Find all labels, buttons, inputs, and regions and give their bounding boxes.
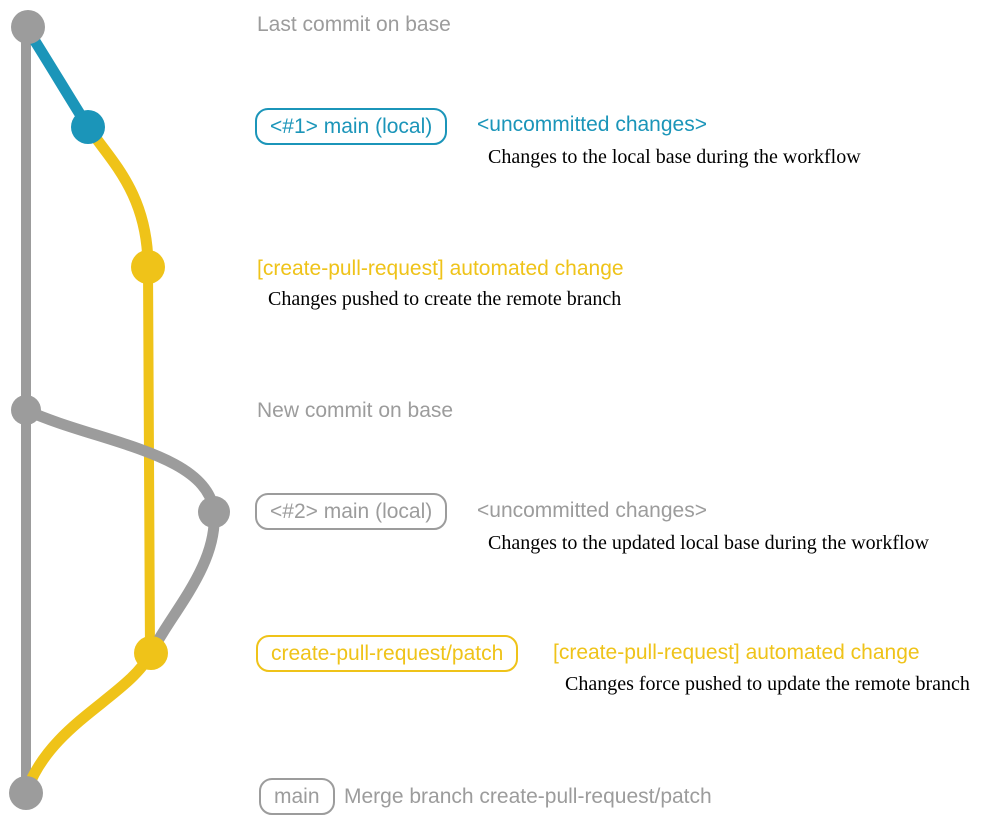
updated-local-curve-in	[145, 506, 220, 659]
commit-node-last-commit-on-base	[11, 10, 45, 44]
merge-curve	[21, 647, 157, 796]
commit-node-merge-commit	[9, 776, 43, 810]
remote-branch-curve-1	[82, 121, 154, 273]
commit-node-remote-branch-2	[134, 636, 168, 670]
commit-graph	[9, 10, 230, 810]
updated-local-curve-out	[20, 404, 220, 518]
branch-badge-main-local-2: <#2> main (local)	[255, 493, 448, 530]
label-last-commit-on-base: Last commit on base	[257, 13, 451, 36]
label-new-commit-on-base: New commit on base	[257, 399, 454, 422]
label-merge-branch: Merge branch create-pull-request/patch	[344, 785, 712, 808]
commit-title-uncommitted-2: <uncommitted changes>	[477, 499, 707, 522]
local-changes-line-1	[22, 24, 94, 133]
commit-title-automated-change-1: [create-pull-request] automated change	[257, 257, 624, 280]
commit-title-uncommitted-1: <uncommitted changes>	[477, 113, 707, 136]
commit-description-automated-change-2: Changes force pushed to update the remot…	[565, 673, 970, 695]
branch-badge-main: main	[259, 778, 335, 815]
commit-node-local-uncommitted-1	[71, 110, 105, 144]
commit-title-automated-change-2: [create-pull-request] automated change	[553, 641, 920, 664]
branch-badge-main-local-1: <#1> main (local)	[255, 108, 448, 145]
commit-description-uncommitted-1: Changes to the local base during the wor…	[488, 146, 861, 168]
commit-node-new-commit-on-base	[11, 395, 41, 425]
commit-node-remote-branch-1	[131, 250, 165, 284]
commit-node-local-uncommitted-2	[198, 496, 230, 528]
commit-description-uncommitted-2: Changes to the updated local base during…	[488, 532, 929, 554]
remote-branch-line	[143, 262, 155, 658]
commit-description-automated-change-1: Changes pushed to create the remote bran…	[268, 288, 622, 310]
branch-badge-create-pull-request-patch: create-pull-request/patch	[256, 635, 519, 672]
